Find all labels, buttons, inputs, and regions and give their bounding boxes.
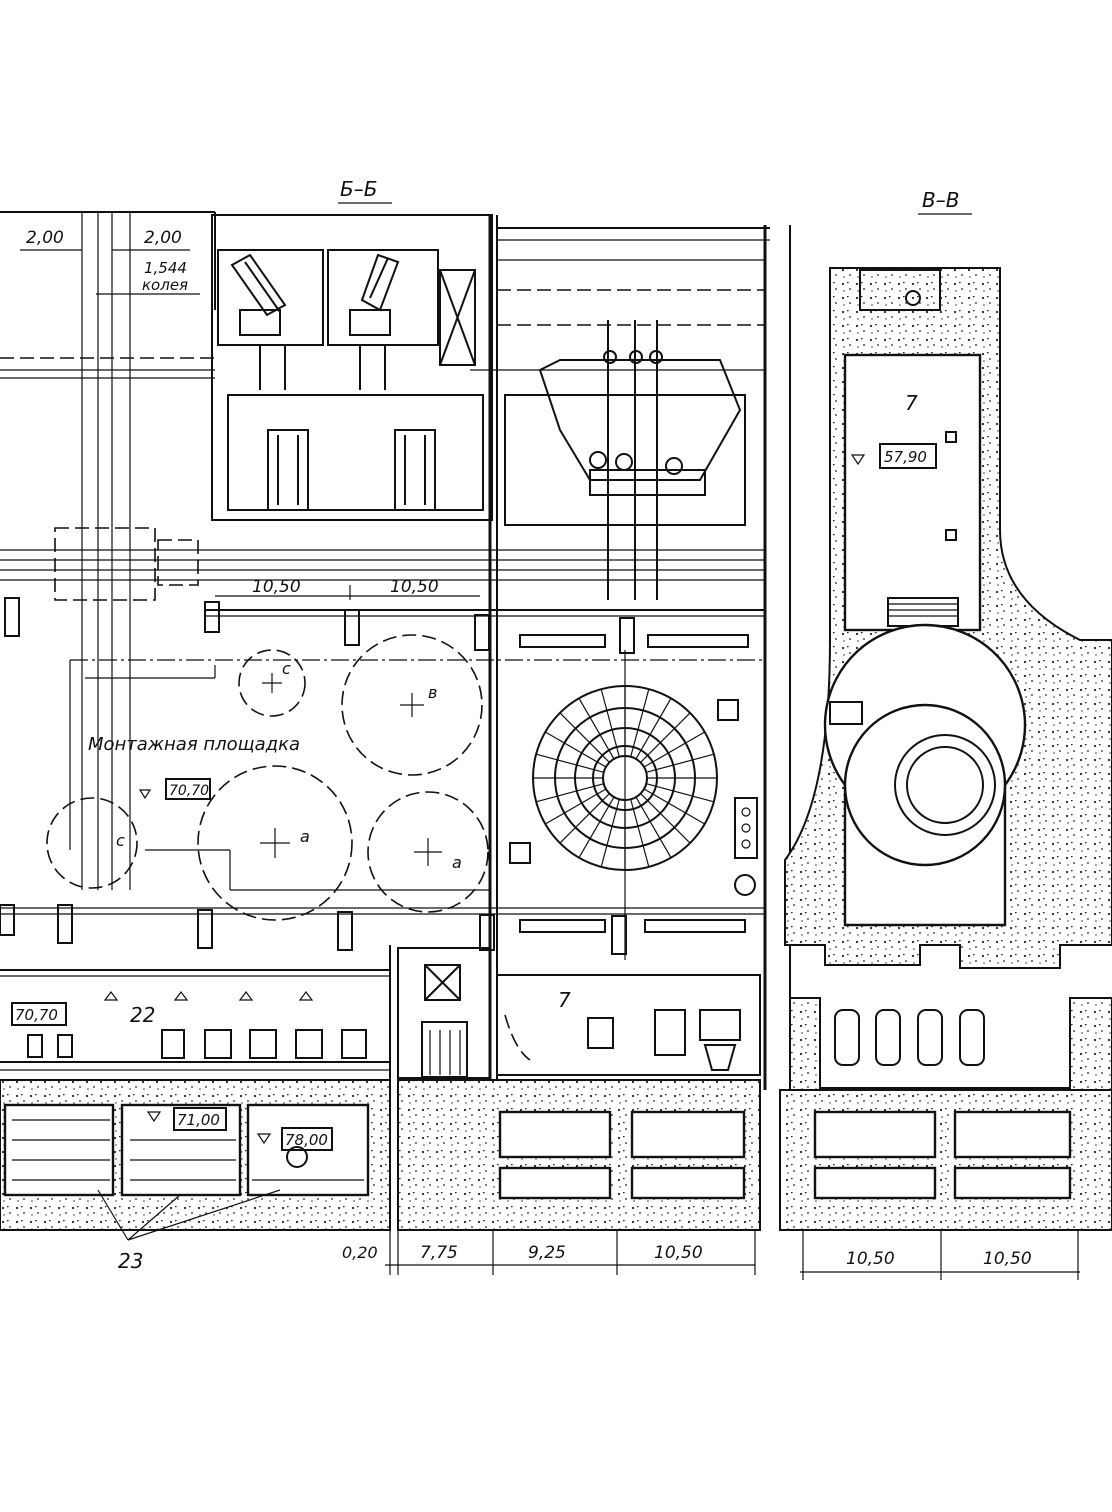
- label-c-lower: c: [116, 831, 125, 850]
- column-lines: [0, 212, 790, 1090]
- gauge-value: 1,544: [144, 259, 187, 277]
- lower-middle-chamber: [398, 948, 760, 1078]
- rail-track-lines: [0, 212, 765, 890]
- runner-radial-line: [631, 799, 649, 867]
- hoist-mechanism-2: [350, 255, 435, 510]
- gauge-label: колея: [142, 276, 188, 294]
- label-23: 23: [118, 1249, 143, 1273]
- label-7-lower: 7: [558, 988, 571, 1012]
- label-b: в: [428, 683, 437, 702]
- bottom-dim-10-50-a: 10,50: [654, 1243, 703, 1263]
- num-7-upper: 7: [905, 391, 918, 415]
- elevation-70-70-mid: 70,70: [140, 779, 210, 799]
- elevation-70-70-lower-text: 70,70: [15, 1006, 58, 1024]
- elevation-70-70-mid-text: 70,70: [169, 783, 209, 799]
- elevation-78-00-text: 78,00: [285, 1131, 328, 1149]
- crane-path: [0, 660, 765, 914]
- assembly-area-label: Монтажная площадка: [88, 734, 300, 755]
- label-a-right: a: [452, 853, 462, 872]
- label-22: 22: [130, 1003, 155, 1027]
- runner-radial-line: [631, 689, 649, 757]
- lower-right-chamber: [790, 998, 1112, 1090]
- dim-2-00-right: 2,00: [144, 228, 182, 248]
- span-dim-2: 10,50: [390, 577, 439, 597]
- section-title-v-v: В–В: [918, 188, 972, 214]
- elevation-70-70-lower: 70,70: [12, 1003, 66, 1025]
- crane-trolley: [540, 320, 740, 600]
- dim-2-00-left: 2,00: [26, 228, 64, 248]
- elevation-57-90-text: 57,90: [884, 448, 927, 466]
- label-7-upper: 7: [905, 391, 918, 415]
- runner-radial-line: [536, 754, 604, 772]
- bottom-dim-10-50-c: 10,50: [983, 1249, 1032, 1269]
- label-c-upper: c: [282, 659, 291, 678]
- crane-rail-lower: [0, 905, 745, 954]
- span-dim-1: 10,50: [252, 577, 301, 597]
- elevation-71-00-text: 71,00: [177, 1111, 220, 1129]
- section-title-b-b: Б–Б: [338, 177, 392, 203]
- foundation-slab: [0, 1080, 1112, 1230]
- spiral-casing-section: [785, 268, 1112, 968]
- left-dashed-equipment: [55, 528, 198, 600]
- gate-panel: [440, 270, 475, 365]
- runner-radial-line: [601, 689, 619, 757]
- lower-hall-left: [0, 945, 390, 1090]
- runner-radial-line: [646, 784, 714, 802]
- bottom-dim-9-25: 9,25: [528, 1243, 566, 1263]
- runner-radial-line: [601, 799, 619, 867]
- hoist-mechanism-1: [232, 255, 308, 510]
- section-title-left: Б–Б: [340, 177, 377, 201]
- bottom-dim-0-20: 0,20: [342, 1243, 378, 1262]
- bottom-dim-7-75: 7,75: [420, 1243, 458, 1263]
- runner-radial-line: [536, 784, 604, 802]
- top-dimensions: 2,00 2,00 1,544 колея: [20, 228, 200, 294]
- label-a-left: a: [300, 827, 310, 846]
- bottom-dimension-line: 0,20 7,75 9,25 10,50 10,50 10,50: [342, 1230, 1080, 1280]
- runner-radial-line: [646, 754, 714, 772]
- bottom-dim-10-50-b: 10,50: [846, 1249, 895, 1269]
- crane-rail-upper: [5, 598, 765, 653]
- section-title-right: В–В: [922, 188, 959, 212]
